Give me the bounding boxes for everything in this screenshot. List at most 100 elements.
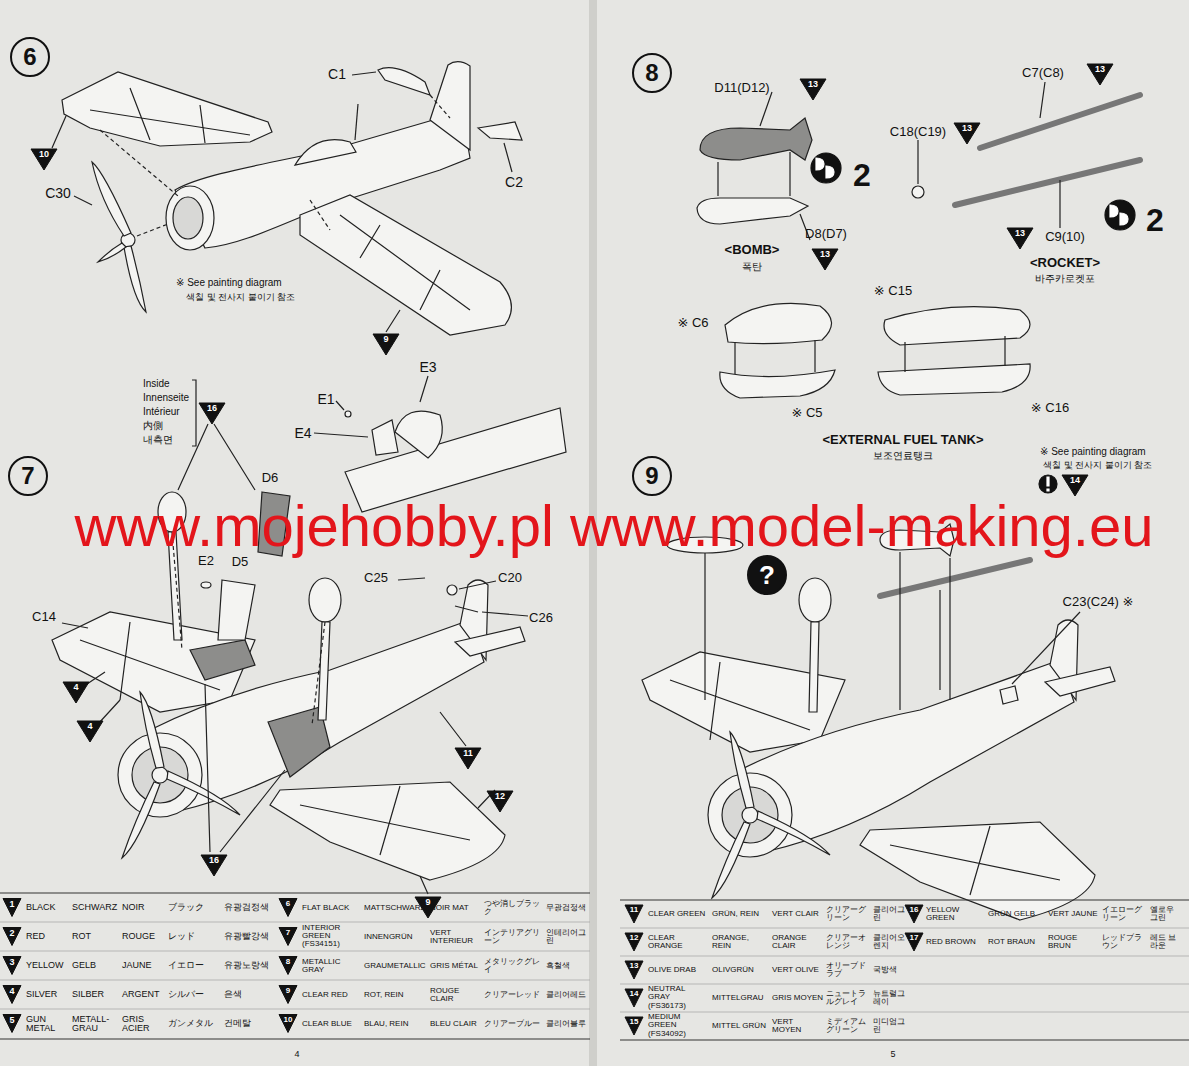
table-rule xyxy=(0,1038,590,1039)
color-name: MITTEL GRÜN xyxy=(712,1022,770,1030)
caution-icon xyxy=(1047,477,1049,491)
color-name: 유광빨강색 xyxy=(224,932,276,941)
part-label: 색칠 및 전사지 붙이기 참조 xyxy=(186,293,295,302)
part-label: ※ C16 xyxy=(1031,401,1069,415)
part-label: 내측면 xyxy=(143,435,173,446)
part-label: 内側 xyxy=(143,421,163,432)
small-part xyxy=(398,578,425,580)
color-number: 12 xyxy=(630,934,639,942)
callout-triangle xyxy=(455,748,481,769)
callout-triangle xyxy=(279,899,297,917)
color-name: GRIS MOYEN xyxy=(772,994,824,1002)
part-label: ※ C6 xyxy=(677,316,708,330)
callout-number: 13 xyxy=(1095,65,1105,74)
callout-triangle xyxy=(905,933,923,951)
leader-line xyxy=(52,72,512,332)
engine xyxy=(173,197,203,239)
part-label: <ROCKET> xyxy=(1030,256,1100,270)
color-number: 6 xyxy=(286,900,290,908)
callout-triangle xyxy=(3,986,21,1004)
table-rule xyxy=(620,899,1189,900)
tail-fin xyxy=(430,62,470,150)
fuel-tank-half xyxy=(725,303,832,343)
step-number-circle: 9 xyxy=(632,456,672,496)
color-name: GRÜN GELB xyxy=(988,910,1046,918)
color-name: レッド xyxy=(168,932,222,941)
color-name: NOIR MAT xyxy=(430,903,482,911)
color-name: メタリックグレイ xyxy=(484,957,544,974)
callout-number: 4 xyxy=(73,683,78,692)
step7-parts xyxy=(62,376,566,894)
callout-number: 13 xyxy=(808,80,818,89)
fuel-tank-half xyxy=(878,364,1030,395)
table-rule xyxy=(0,1009,590,1010)
watermark: www.mojehobby.pl www.model-making.eu xyxy=(75,497,1154,555)
callout-number: 9 xyxy=(383,335,388,344)
color-name: 뉴트럴그레이 xyxy=(873,990,905,1007)
callout-triangle xyxy=(625,989,643,1007)
color-name: ORANGE CLAIR xyxy=(772,934,824,951)
part-label: Intérieur xyxy=(143,407,180,418)
part-label: <BOMB> xyxy=(725,243,780,257)
part-label: 보조연료탱크 xyxy=(873,451,933,462)
callout-triangle xyxy=(199,403,225,424)
color-name: インテリアグリーン xyxy=(484,928,544,945)
wing xyxy=(270,782,505,880)
color-name: RED BROWN xyxy=(926,938,986,946)
color-name: 국방색 xyxy=(873,966,905,974)
color-name: GELB xyxy=(72,961,120,970)
color-number: 16 xyxy=(910,906,919,914)
color-number: 9 xyxy=(286,987,290,995)
guide-line xyxy=(705,552,950,710)
color-number: 5 xyxy=(9,1015,14,1024)
caution-icon xyxy=(1039,475,1057,493)
color-number: 17 xyxy=(910,934,919,942)
table-rule xyxy=(0,892,590,893)
wing xyxy=(300,195,511,335)
color-name: MATTSCHWARZ xyxy=(364,903,428,911)
fuel-tank-half xyxy=(720,370,835,398)
callout-triangle xyxy=(800,79,826,100)
callout-triangle xyxy=(279,1015,297,1033)
color-name: 은색 xyxy=(224,990,276,999)
part-label: 2 xyxy=(1146,204,1164,238)
part-label: D11(D12) xyxy=(714,81,769,95)
color-name: GRAUMETALLIC xyxy=(364,961,428,969)
part-label: D6 xyxy=(262,471,279,485)
propeller-hub xyxy=(152,767,168,783)
part-label: 4 xyxy=(294,1050,299,1059)
color-number: 10 xyxy=(284,1016,293,1024)
color-name: ROT xyxy=(72,932,120,941)
color-name: VERT INTERIEUR xyxy=(430,928,482,945)
color-name: 클리어레드 xyxy=(546,990,590,998)
stabilizer xyxy=(478,122,522,140)
bomb-half xyxy=(700,118,812,160)
color-name: GRÜN, REIN xyxy=(712,910,770,918)
two-pieces-icon xyxy=(1110,205,1128,225)
part-label: E3 xyxy=(419,360,436,375)
table-rule xyxy=(620,1039,1189,1040)
panel-line xyxy=(300,786,470,855)
part-label: ※ C15 xyxy=(874,284,912,298)
color-name: ROUGE CLAIR xyxy=(430,986,482,1003)
color-name: ROT BRAUN xyxy=(988,938,1046,946)
color-name: VERT CLAIR xyxy=(772,910,824,918)
table-rule xyxy=(0,922,590,923)
part-label: C26 xyxy=(529,611,553,625)
part-label: E4 xyxy=(294,426,311,441)
leader-line xyxy=(918,82,1060,228)
part-label: 2 xyxy=(853,159,871,193)
color-name: OLIVE DRAB xyxy=(648,966,708,974)
callout-triangle xyxy=(77,721,103,742)
part-label: ※ C5 xyxy=(791,406,822,420)
color-name: 유광검정색 xyxy=(224,903,276,912)
color-name: METALLIC GRAY xyxy=(302,957,362,974)
color-name: ROUGE BRUN xyxy=(1048,934,1100,951)
color-name: MITTELGRAU xyxy=(712,994,770,1002)
callout-triangle xyxy=(1062,475,1088,496)
step-number: 8 xyxy=(645,61,658,85)
color-table-rules xyxy=(0,893,1189,1040)
part-label: 5 xyxy=(890,1050,895,1059)
table-rule xyxy=(0,980,590,981)
wing xyxy=(62,72,272,146)
